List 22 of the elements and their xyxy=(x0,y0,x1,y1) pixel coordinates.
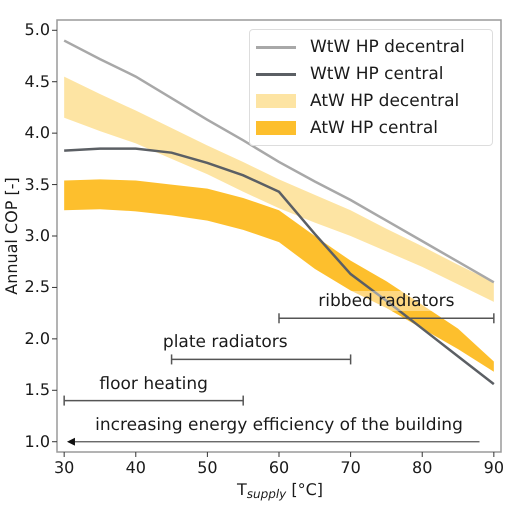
legend-label: WtW HP central xyxy=(310,63,444,85)
tick-label: 2.5 xyxy=(24,278,50,296)
tick-label: 50 xyxy=(197,459,218,477)
legend-label: AtW HP decentral xyxy=(310,90,460,112)
tick-label: 1.5 xyxy=(24,381,50,400)
legend-label: WtW HP decentral xyxy=(310,36,465,58)
axis-title: Annual COP [-] xyxy=(2,177,22,295)
tick-label: 40 xyxy=(126,459,146,477)
tick-label: 90 xyxy=(484,459,504,477)
tick-label: 80 xyxy=(412,459,432,477)
tick-label: 5.0 xyxy=(24,21,50,40)
tick-label: 2.0 xyxy=(24,330,50,348)
tick-label: 3.5 xyxy=(24,176,50,194)
tick-label: 4.5 xyxy=(24,72,50,91)
tick-label: 4.0 xyxy=(24,124,50,142)
tick-label: 70 xyxy=(340,459,361,477)
axis-title: T$_{supply}$ [°C] xyxy=(236,480,324,500)
legend-label: AtW HP central xyxy=(310,117,438,139)
tick-label: 3.0 xyxy=(24,227,50,245)
tick-label: 30 xyxy=(54,459,74,477)
tick-label: 1.0 xyxy=(24,432,50,451)
tick-label: 60 xyxy=(268,459,290,477)
